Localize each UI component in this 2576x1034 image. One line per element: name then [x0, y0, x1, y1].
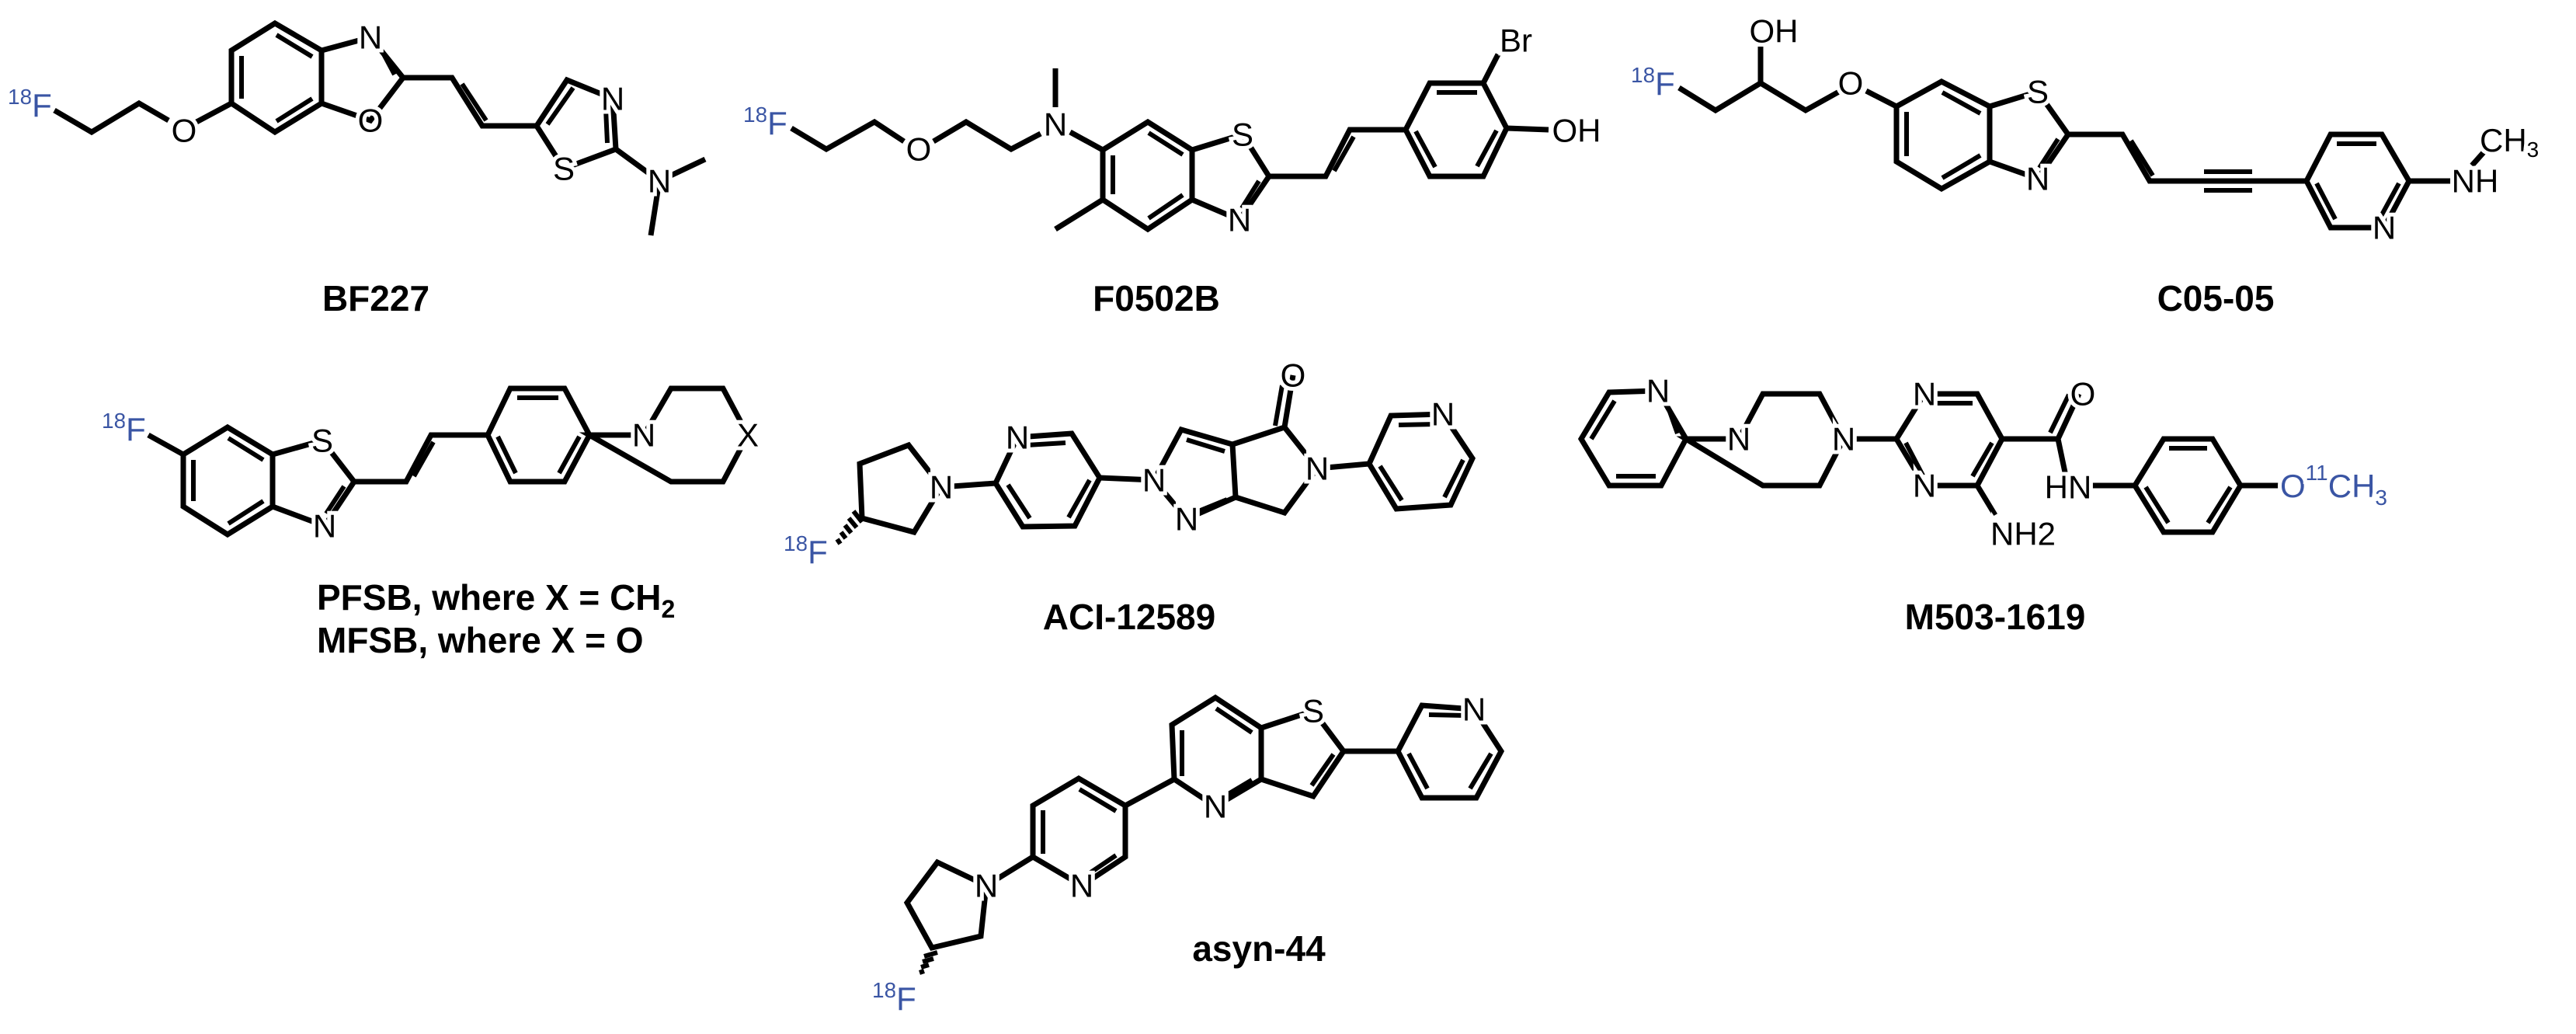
atom-label: S: [1302, 693, 1324, 729]
m5031619-bonds: [1577, 388, 2279, 535]
atom-label: N: [1044, 106, 1067, 143]
atom-label: O: [1281, 357, 1306, 394]
compound-name-mfsb: MFSB, where X = O: [317, 620, 644, 660]
molecule-aci-12589: 18F N N N N O N N ACI-12589: [780, 353, 1476, 637]
molecule-f0502b: 18F O N S N Br OH F0502B: [739, 19, 1605, 319]
f0502b-18f-label: 18F: [743, 103, 787, 141]
atom-label: S: [553, 151, 575, 187]
atom-label: X: [737, 417, 759, 454]
m5031619-o11ch3-label: O11CH3: [2280, 461, 2387, 510]
hashed-wedge-bond: [919, 950, 938, 975]
atom-label: O: [1838, 65, 1864, 102]
atom-label: N: [359, 19, 382, 56]
molecule-bf227: 18F O N O N S N BF227: [4, 16, 707, 319]
pfsb-bonds: [147, 385, 751, 538]
aci12589-bonds: [835, 374, 1476, 545]
atom-label: HN: [2045, 469, 2092, 506]
compound-name-m503-1619: M503-1619: [1905, 597, 2086, 637]
c0505-18f-label: 18F: [1631, 63, 1675, 102]
c0505-bonds: [1677, 47, 2487, 231]
atom-label: N: [1462, 691, 1486, 728]
atom-label: N: [930, 469, 953, 506]
atom-label: N: [1431, 396, 1455, 433]
atom-label: N: [1832, 421, 1855, 458]
atom-label: N: [2026, 161, 2049, 197]
atom-label: N: [1727, 421, 1750, 458]
atom-label: N: [975, 868, 998, 904]
pfsb-18f-label: 18F: [102, 409, 146, 447]
atom-label: Br: [1500, 23, 1532, 59]
atom-label: O: [906, 131, 932, 168]
atom-label: N: [2373, 210, 2396, 246]
atom-label: N: [1228, 202, 1251, 238]
atom-label: N: [1175, 501, 1198, 538]
atom-label: N: [1913, 468, 1936, 504]
atom-label: N: [1204, 789, 1227, 825]
asyn44-18f-label: 18F: [872, 978, 916, 1017]
methyl-label: CH3: [2480, 122, 2539, 162]
compound-name-pfsb: PFSB, where X = CH2: [317, 577, 675, 623]
f0502b-bonds: [790, 53, 1549, 233]
atom-label: N: [1142, 462, 1166, 499]
compound-name-bf227: BF227: [322, 278, 429, 319]
compound-name-c05-05: C05-05: [2157, 278, 2275, 319]
atom-label: S: [2027, 74, 2049, 110]
atom-label: N: [1646, 373, 1670, 409]
hashed-wedge-bond: [835, 510, 864, 545]
atom-label: N: [648, 163, 671, 200]
atom-label: O: [2070, 376, 2096, 413]
atom-label: OH: [1552, 113, 1601, 149]
atom-label: N: [601, 81, 624, 117]
atom-label: O: [358, 103, 384, 139]
compound-name-asyn-44: asyn-44: [1192, 928, 1326, 969]
compound-name-f0502b: F0502B: [1093, 278, 1220, 319]
atom-label: N: [1305, 451, 1329, 487]
atom-label: N: [1006, 420, 1029, 456]
bf227-18f-label: 18F: [8, 85, 52, 124]
atom-label: NH: [2452, 163, 2499, 200]
atom-label: S: [311, 423, 333, 459]
atom-label: N: [1070, 868, 1093, 904]
asyn44-bonds: [903, 694, 1505, 975]
atom-label: OH: [1750, 13, 1799, 50]
molecule-pfsb-mfsb: 18F S N N X PFSB, where X = CH2 MFSB, wh…: [98, 385, 763, 660]
aci12589-18f-label: 18F: [784, 531, 828, 570]
atom-label: O: [172, 113, 197, 149]
atom-label: NH2: [1990, 516, 2056, 552]
atom-label: N: [313, 508, 336, 545]
compound-name-aci-12589: ACI-12589: [1043, 597, 1215, 637]
bf227-bonds: [53, 19, 707, 236]
molecule-c05-05: 18F OH O S N N NH CH3 C05-05: [1627, 9, 2543, 319]
molecule-asyn-44: 18F N N N S N asyn-44: [868, 688, 1505, 1021]
atom-label: N: [632, 417, 655, 454]
molecule-m503-1619: N N N N N O NH2 HN O11CH3 M503-1619: [1577, 369, 2391, 637]
atom-label: S: [1232, 117, 1253, 153]
atom-label: N: [1913, 376, 1936, 413]
